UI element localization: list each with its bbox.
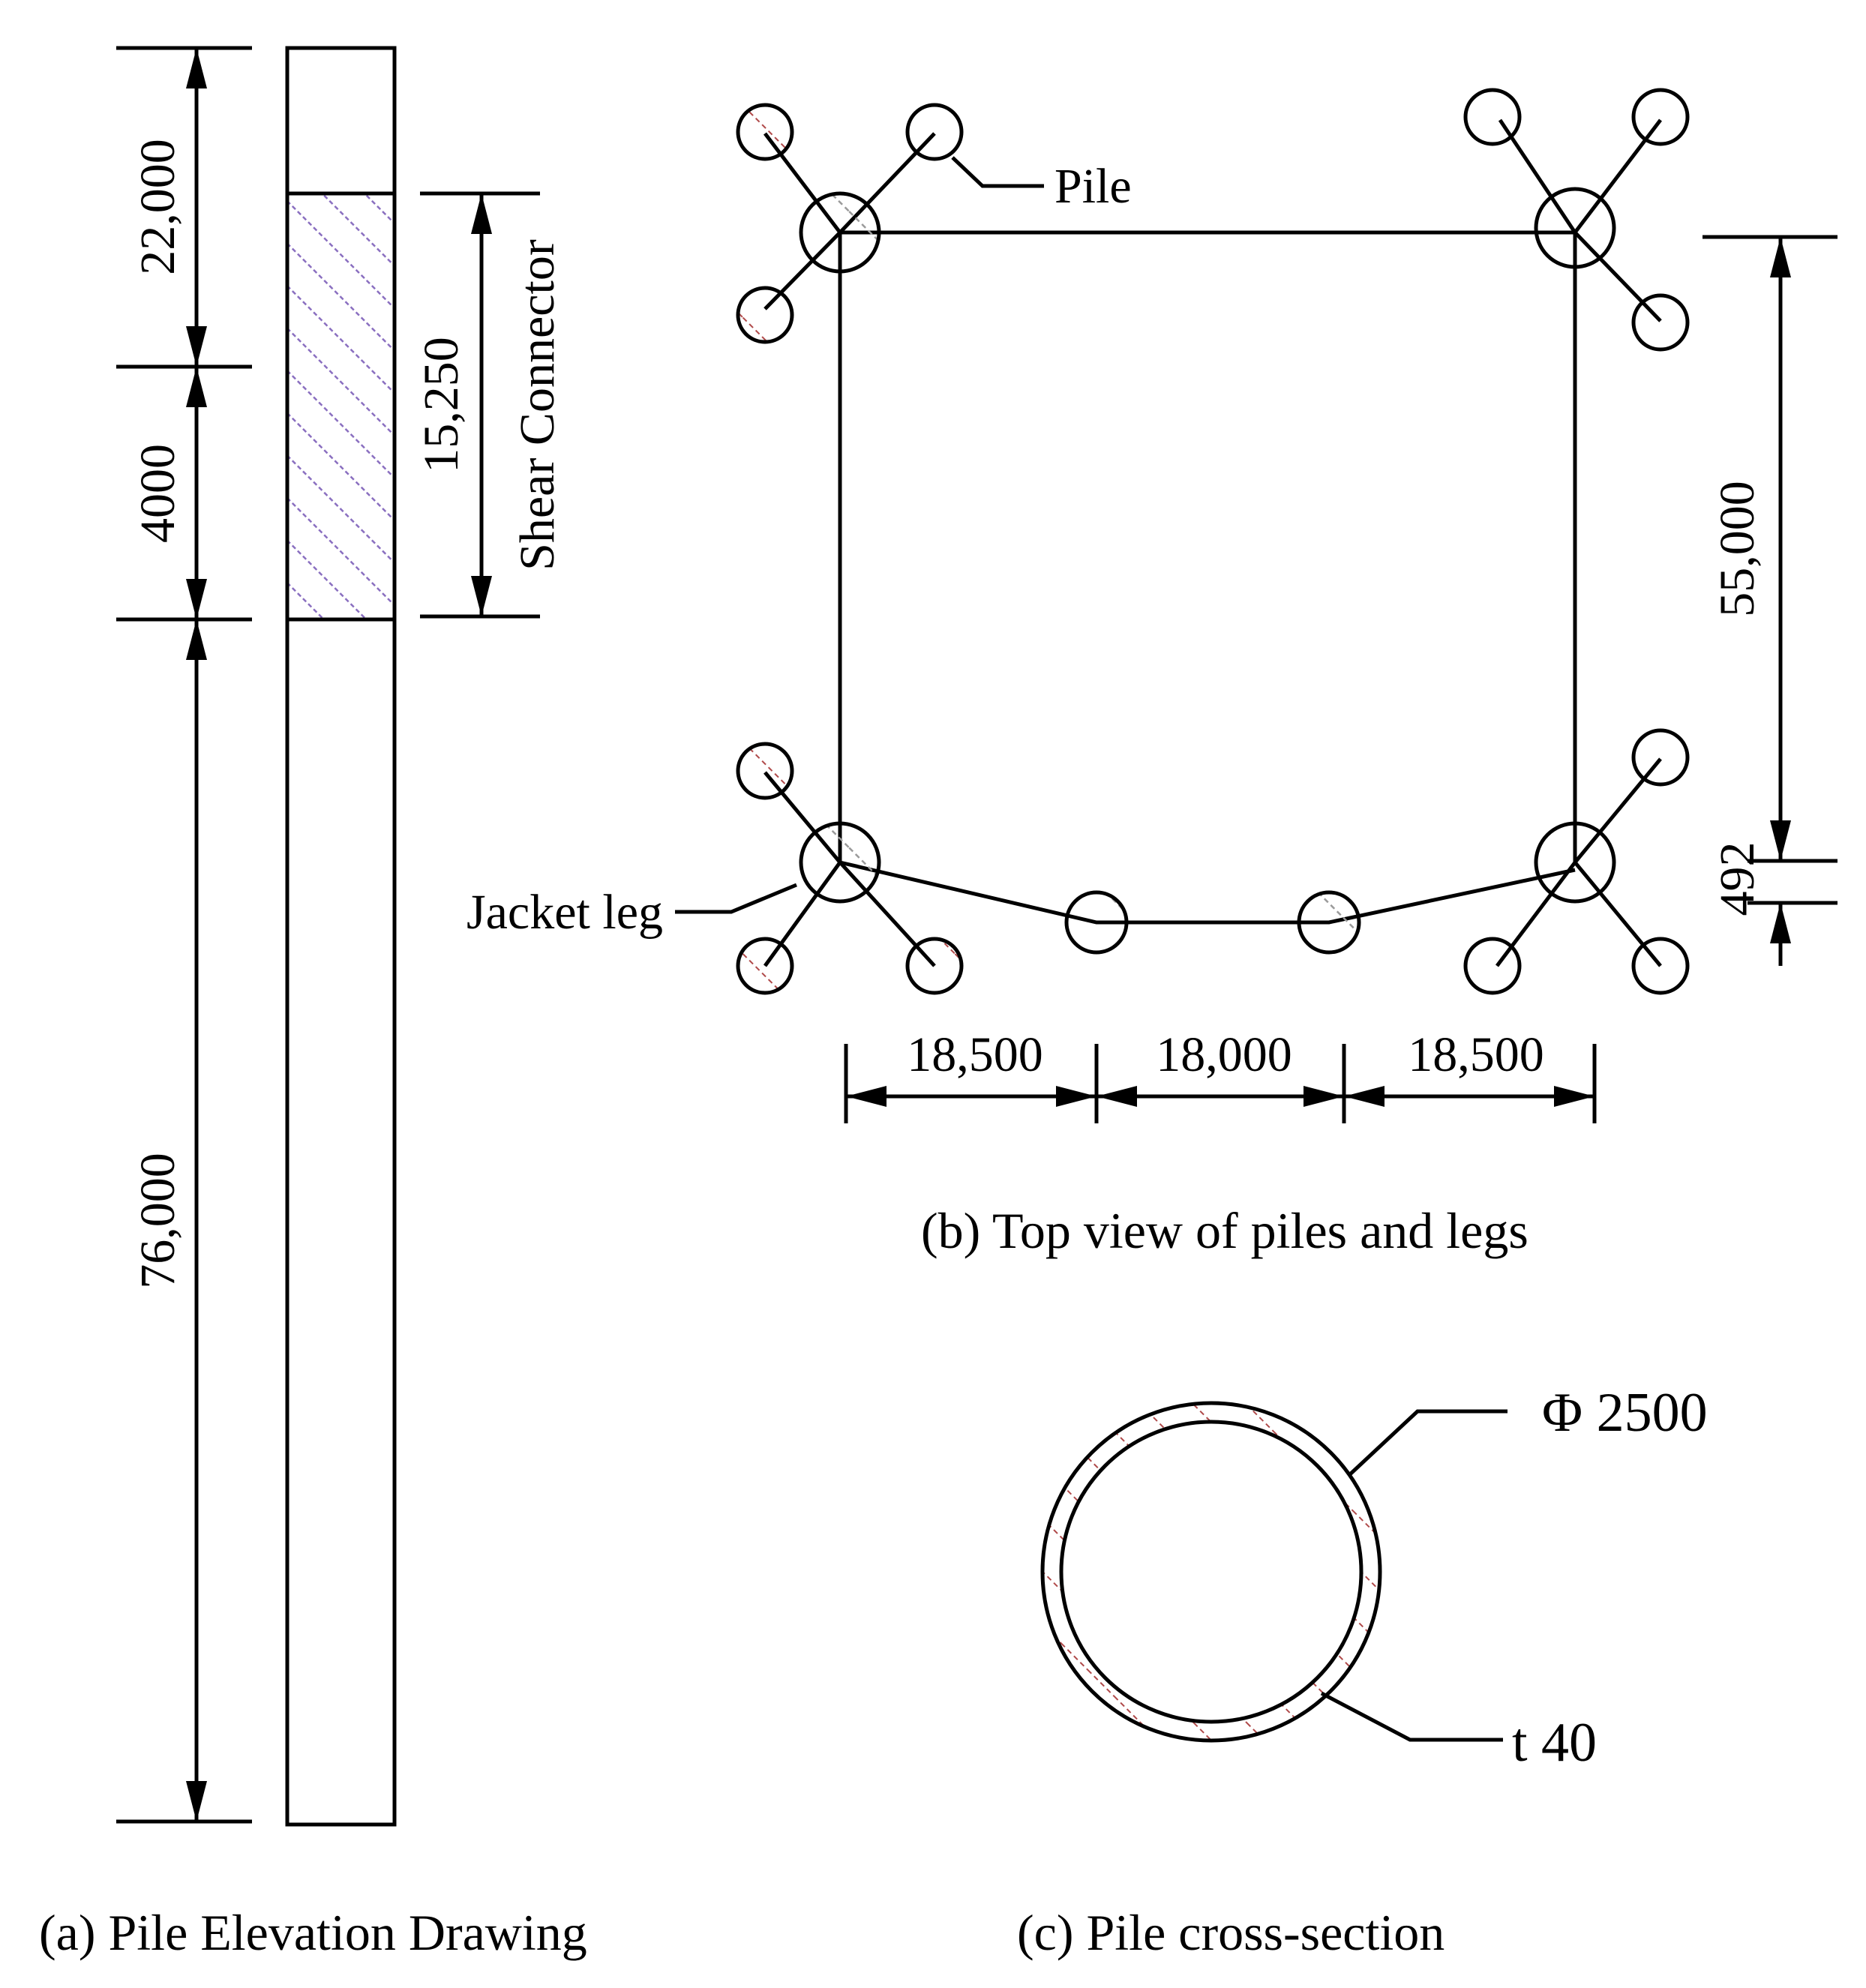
dim-18500-right: 18,500 [1408, 1027, 1544, 1082]
diameter-label: Φ 2500 [1542, 1382, 1708, 1444]
panel-c-cross-section [1040, 1401, 1382, 1743]
jacket-leg [1064, 890, 1129, 955]
pile [1631, 728, 1690, 787]
dim-492: 492 [1710, 842, 1765, 916]
panel-b-dimensions [844, 235, 1838, 1123]
dim-15250: 15,250 [414, 337, 469, 473]
pile [905, 103, 964, 161]
shear-connector-zone [285, 191, 397, 622]
pile [1463, 88, 1522, 146]
dim-76000: 76,000 [130, 1153, 185, 1289]
jacket-legs [799, 187, 1616, 955]
pile [736, 742, 794, 800]
pile [736, 103, 794, 161]
panel-a-elevation [116, 46, 540, 1827]
pile-inner-wall [1059, 1420, 1364, 1724]
pile [736, 286, 794, 344]
pile-label: Pile [1054, 159, 1132, 214]
pile [1631, 293, 1690, 352]
dim-22000: 22,000 [130, 139, 185, 275]
dim-55000: 55,000 [1710, 481, 1765, 617]
caption-c: (c) Pile cross-section [1017, 1904, 1444, 1961]
pile [1463, 937, 1522, 995]
jacket-leg [1297, 890, 1361, 955]
jacket-leg-label: Jacket leg [466, 885, 663, 940]
pile [1631, 88, 1690, 146]
panel-c-leaders [1320, 1409, 1508, 1742]
thickness-label: t 40 [1512, 1712, 1597, 1774]
pile [1631, 937, 1690, 995]
panel-b-leaders [675, 156, 1044, 914]
caption-b: (b) Top view of piles and legs [921, 1202, 1528, 1259]
panel-a-arrows [186, 48, 492, 1822]
jacket-leg [799, 821, 881, 904]
jacket-leg [1534, 187, 1616, 269]
piles [736, 88, 1690, 995]
shear-connector-label: Shear Connector [510, 239, 565, 571]
caption-a: (a) Pile Elevation Drawing [39, 1904, 587, 1961]
pile [905, 937, 964, 995]
dim-18500-left: 18,500 [907, 1027, 1043, 1082]
dim-4000: 4000 [130, 444, 185, 543]
jacket-leg [1534, 821, 1616, 904]
panel-b-arrows [846, 237, 1791, 1107]
dim-18000: 18,000 [1156, 1027, 1292, 1082]
pile [736, 937, 794, 995]
panel-b-frame [763, 118, 1662, 967]
jacket-leg [799, 191, 881, 274]
